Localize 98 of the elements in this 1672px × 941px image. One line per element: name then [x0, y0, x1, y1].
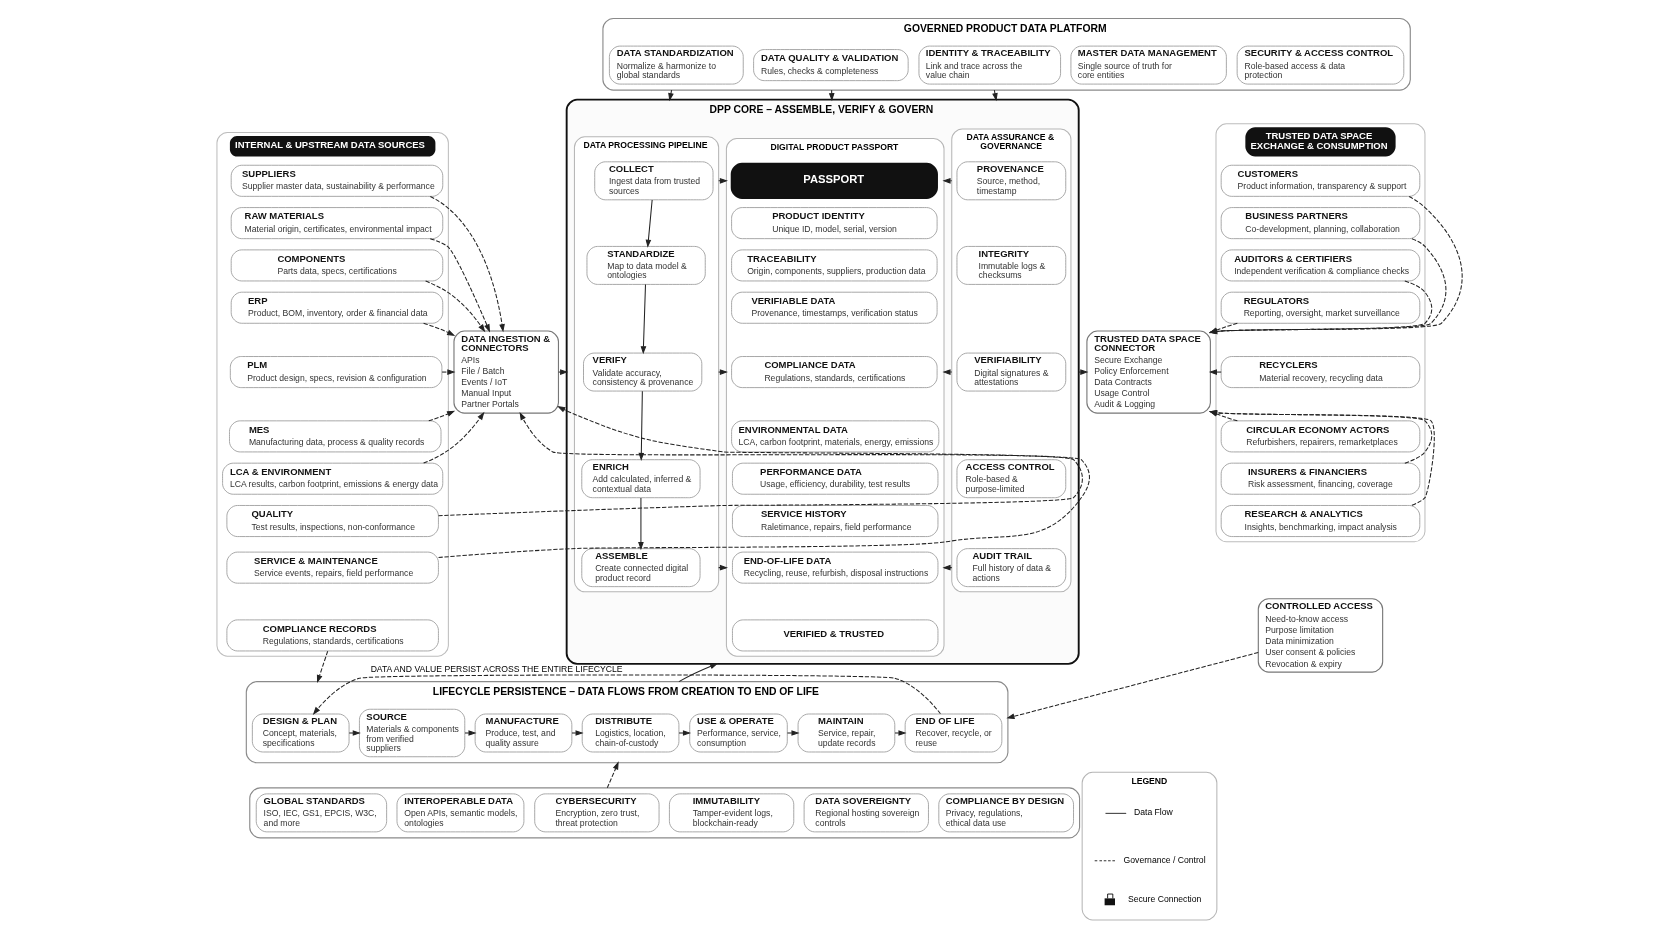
node-box: SECURITY & ACCESS CONTROL Role-based access & data protection: [1236, 45, 1404, 85]
arrow: [424, 280, 485, 333]
node-box: DATA QUALITY & VALIDATION Rules, checks & completeness: [752, 49, 909, 82]
node-box: VERIFIABLE DATA Provenance, timestamps, verification status: [730, 291, 938, 324]
arrow: [1077, 369, 1088, 375]
node-box: ERP Product, BOM, inventory, order & financial data: [230, 291, 443, 324]
arrow: [463, 730, 477, 736]
node-box: ENRICH Add calculated, inferred & contextual data: [580, 459, 700, 499]
node-box: SERVICE HISTORY Raletimance, repairs, field performance: [731, 505, 938, 537]
arrow: [312, 674, 941, 715]
arrow: [557, 369, 568, 375]
node-box: INSURERS & FINANCIERS Risk assessment, financing, coverage: [1220, 462, 1420, 495]
arrow: [348, 730, 361, 736]
arrow: [437, 406, 1090, 558]
node-box: REGULATORS Reporting, oversight, market surveillance: [1220, 291, 1420, 324]
arrow: [678, 730, 691, 736]
node-box: CUSTOMERS Product information, transparency & support: [1220, 164, 1420, 197]
node-box: VERIFIABILITY Digital signatures & attestations: [956, 352, 1066, 392]
edge-label: DATA AND VALUE PERSIST ACROSS THE ENTIRE LIFECYCLE: [370, 664, 622, 675]
node-box: MAINTAIN Service, repair, update records: [797, 713, 895, 753]
node-box: RECYCLERS Material recovery, recycling data: [1220, 356, 1420, 389]
arrow: [941, 369, 952, 375]
legend-label: Secure Connection: [1127, 893, 1201, 904]
arrow: [786, 730, 800, 736]
arrow: [645, 199, 653, 248]
arrow: [316, 650, 328, 684]
node-box: SERVICE & MAINTENANCE Service events, repairs, field performance: [225, 551, 439, 584]
node-box: PLM Product design, specs, revision & configuration: [229, 356, 442, 389]
node-box: RESEARCH & ANALYTICS Insights, benchmarking, impact analysis: [1220, 505, 1420, 537]
node-box: AUDIT TRAIL Full history of data & actions: [956, 548, 1066, 588]
node-box: TRUSTED DATA SPACE CONNECTOR Secure Exchange Policy Enforcement Data Contracts Usage Control Audit & Logging: [1085, 330, 1211, 414]
arrow: [1208, 280, 1432, 335]
arrow: [637, 497, 644, 551]
node-box: USE & OPERATE Performance, service, consumption: [688, 713, 788, 753]
arrow: [606, 761, 619, 789]
node-box: MASTER DATA MANAGEMENT Single source of truth for core entities: [1070, 45, 1227, 85]
node-box: CIRCULAR ECONOMY ACTORS Refurbishers, repairers, remarketplaces: [1220, 420, 1420, 453]
node-box: STANDARDIZE Map to data model & ontologies: [586, 246, 706, 285]
arrow: [677, 663, 718, 683]
arrow: [828, 89, 835, 102]
node-box: VERIFIED & TRUSTED: [731, 619, 938, 652]
node-box: MANUFACTURE Produce, test, and quality assure: [474, 713, 572, 753]
arrow: [667, 89, 674, 102]
node-box: COMPONENTS Parts data, specs, certifications: [230, 249, 443, 282]
node-box: VERIFY Validate accuracy, consistency & provenance: [582, 352, 702, 392]
arrow: [429, 195, 505, 333]
node-box: LCA & ENVIRONMENT LCA results, carbon footprint, emissions & energy data: [221, 462, 443, 495]
node-box: COLLECT Ingest data from trusted sources: [593, 161, 713, 201]
arrow: [441, 369, 455, 375]
node-box: PROVENANCE Source, method, timestamp: [956, 161, 1066, 201]
node-box: PERFORMANCE DATA Usage, efficiency, durability, test results: [731, 462, 938, 495]
node-box: INTEROPERABLE DATA Open APIs, semantic models, ontologies: [396, 793, 524, 833]
node-box: DISTRIBUTE Logistics, location, chain-of-custody: [581, 713, 679, 753]
arrow: [991, 89, 998, 102]
node-box: ACCESS CONTROL Role-based & purpose-limited: [956, 459, 1066, 499]
node-box: DATA STANDARDIZATION Normalize & harmonize to global standards: [608, 45, 744, 85]
node-box: AUDITORS & CERTIFIERS Independent verification & compliance checks: [1220, 249, 1420, 282]
arrow: [1208, 322, 1238, 334]
node-box: CONTROLLED ACCESS Need-to-know access Purpose limitation Data minimization User consent & policies Revocation & expiry: [1257, 598, 1383, 673]
arrow: [638, 390, 644, 461]
node-box: CYBERSECURITY Encryption, zero trust, threat protection: [533, 793, 659, 833]
node-box: COMPLIANCE RECORDS Regulations, standards, certifications: [225, 619, 439, 652]
node-box: SUPPLIERS Supplier master data, sustainability & performance: [230, 164, 443, 197]
node-box: ASSEMBLE Create connected digital product record: [580, 548, 700, 588]
legend-label: Data Flow: [1133, 807, 1173, 818]
node-box: PRODUCT IDENTITY Unique ID, model, serial, version: [730, 207, 938, 240]
arrow: [893, 730, 907, 736]
node-box: END-OF-LIFE DATA Recycling, reuse, refurbish, disposal instructions: [731, 551, 938, 584]
arrow: [1208, 195, 1463, 335]
arrow: [1208, 369, 1222, 375]
node-box: INTEGRITY Immutable logs & checksums: [956, 246, 1066, 285]
arrow: [1005, 652, 1259, 720]
node-box: IDENTITY & TRACEABILITY Link and trace across the value chain: [918, 45, 1061, 85]
node-box: GLOBAL STANDARDS ISO, IEC, GS1, EPCIS, W3C, and more: [255, 793, 387, 833]
node-box: COMPLIANCE DATA Regulations, standards, certifications: [730, 356, 938, 389]
node-box: BUSINESS PARTNERS Co-development, planning, collaboration: [1220, 207, 1420, 240]
cluster: [248, 787, 1080, 839]
node-box: ENVIRONMENTAL DATA LCA, carbon footprint, materials, energy, emissions: [730, 420, 939, 453]
arrow: [429, 238, 490, 333]
node-box: TRACEABILITY Origin, components, suppliers, production data: [730, 249, 938, 282]
arrow: [427, 410, 455, 422]
node-box: MES Manufacturing data, process & quality records: [228, 420, 441, 453]
node-box: DATA SOVEREIGNTY Regional hosting sovereign controls: [803, 793, 929, 833]
node-box: END OF LIFE Recover, recycle, or reuse: [904, 713, 1002, 753]
node-box: DESIGN & PLAN Concept, materials, specifications: [251, 713, 349, 753]
arrow: [1208, 238, 1446, 335]
legend-label: Governance / Control: [1123, 854, 1206, 865]
arrow: [437, 411, 1083, 517]
node-box: SOURCE Materials & components from verified suppliers: [358, 708, 465, 758]
node-box: RAW MATERIALS Material origin, certificates, environmental impact: [230, 207, 443, 240]
arrow: [422, 322, 455, 337]
node-box: COMPLIANCE BY DESIGN Privacy, regulations, ethical data use: [937, 793, 1074, 833]
arrow: [640, 284, 646, 355]
node-box: PASSPORT: [730, 162, 938, 199]
node-box: QUALITY Test results, inspections, non-conformance: [225, 505, 439, 537]
node-box: IMMUTABILITY Tamper-evident logs, blockchain-ready: [668, 793, 794, 833]
arrow: [571, 730, 584, 736]
arrow: [941, 177, 952, 184]
